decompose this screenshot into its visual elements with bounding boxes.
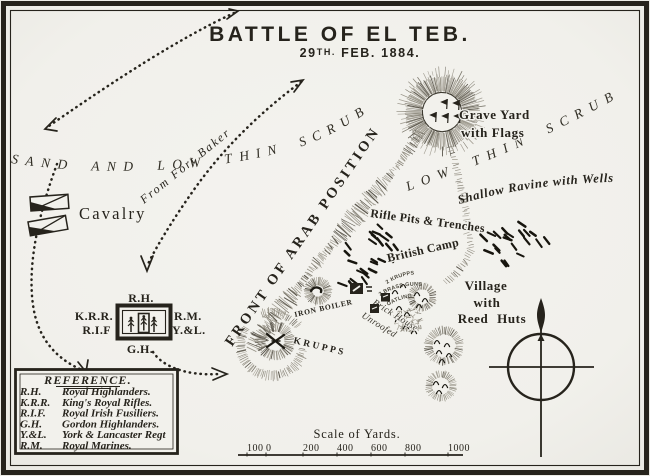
square-label-top: R.H.	[128, 291, 154, 305]
square-label-left1: K.R.R.	[75, 309, 113, 323]
reference-name: York & Lancaster Regt	[62, 429, 167, 441]
map-title: BATTLE OF EL TEB.	[209, 23, 471, 46]
label-grave-yard-2: with Flags	[461, 125, 524, 140]
british-square	[115, 303, 173, 341]
square-attack-route	[151, 350, 221, 376]
label-village-2: with	[474, 295, 501, 310]
square-label-left2: R.I.F	[82, 323, 111, 337]
fort-baker-route	[146, 80, 303, 266]
scale-title: Scale of Yards.	[314, 427, 401, 441]
compass-rose	[489, 298, 594, 457]
label-cavalry: Cavalry	[79, 204, 147, 223]
scale-tick-label: 0	[266, 443, 272, 454]
label-village-1: Village	[465, 278, 508, 293]
graveyard-flag-symbols	[429, 98, 461, 124]
label-grave-yard-1: Grave Yard	[459, 107, 530, 122]
map-date: 29TH. FEB. 1884.	[300, 46, 421, 60]
reference-abbr: R.H.	[19, 386, 41, 398]
scale-tick-label: 600	[371, 443, 388, 454]
route-arrowheads	[43, 8, 305, 381]
graveyard-centre	[424, 94, 460, 130]
cavalry-unit-symbol	[29, 193, 70, 212]
square-label-right1: R.M.	[174, 309, 202, 323]
reference-name: King's Royal Rifles.	[61, 397, 152, 409]
reference-title: REFERENCE.	[43, 373, 132, 387]
reference-name: Gordon Highlanders.	[62, 418, 159, 430]
building-symbols	[350, 283, 390, 313]
scale-tick-label: 100	[247, 443, 264, 454]
compass-north-ornament	[537, 298, 545, 333]
cavalry-sweep-route	[47, 11, 236, 128]
reference-abbr: K.R.R.	[19, 397, 50, 409]
square-label-right2: Y.&L.	[172, 323, 206, 337]
reference-name: Royal Highlanders.	[61, 386, 151, 398]
label-village-3: Reed Huts	[458, 311, 527, 326]
reference-abbr: R.I.F.	[19, 408, 46, 420]
scale-bar: Scale of Yards. 100 0 200 400 600 800 10…	[238, 427, 470, 457]
krupps-gun-symbol	[265, 332, 286, 350]
reference-abbr: G.H.	[20, 418, 42, 430]
movement-routes	[30, 11, 303, 376]
reference-abbr: Y.&L.	[20, 429, 47, 441]
terrain-hachure-textures	[234, 66, 551, 402]
scale-tick-label: 800	[405, 443, 422, 454]
reference-name: Royal Marines.	[61, 440, 132, 452]
reference-box: REFERENCE. R.H. Royal Highlanders. K.R.R.…	[14, 368, 179, 455]
square-label-bottom: G.H.	[127, 342, 153, 356]
iron-boiler-symbol	[309, 286, 323, 294]
scale-tick-label: 400	[337, 443, 354, 454]
scale-tick-label: 200	[303, 443, 320, 454]
reference-name: Royal Irish Fusiliers.	[61, 408, 159, 420]
scale-tick-label: 1000	[448, 443, 470, 454]
reference-abbr: R.M.	[19, 440, 43, 452]
cavalry-advance-route	[30, 162, 84, 372]
cavalry-unit-symbol	[27, 214, 69, 237]
